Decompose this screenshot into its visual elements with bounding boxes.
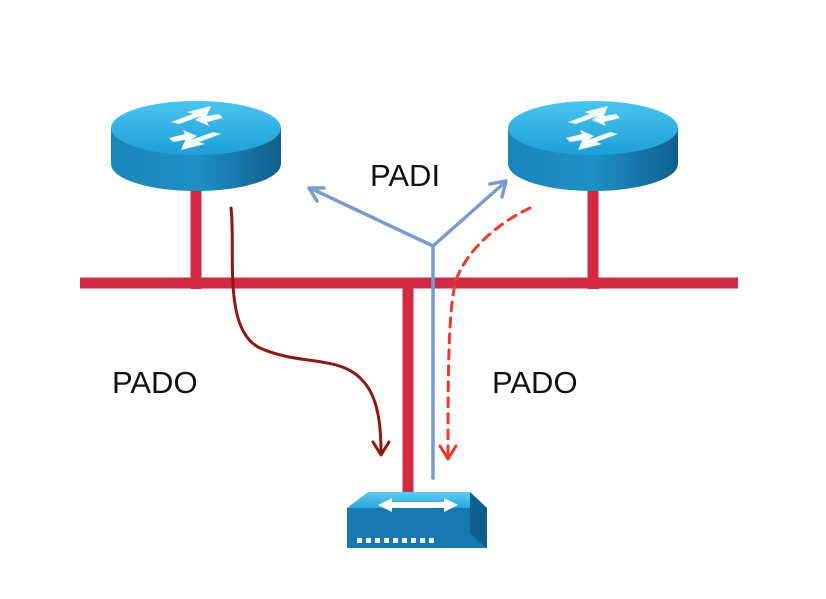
switch-icon (347, 492, 487, 548)
pado-right-arrow (438, 206, 532, 461)
router-icon (111, 101, 281, 191)
padi-arrow (307, 179, 508, 480)
router-icon (508, 101, 678, 191)
pado-left-arrow (229, 206, 391, 457)
ethernet-segment (80, 188, 738, 492)
pado-left-label: PADO (112, 365, 198, 400)
pado-right-label: PADO (492, 365, 578, 400)
padi-label: PADI (370, 158, 441, 193)
